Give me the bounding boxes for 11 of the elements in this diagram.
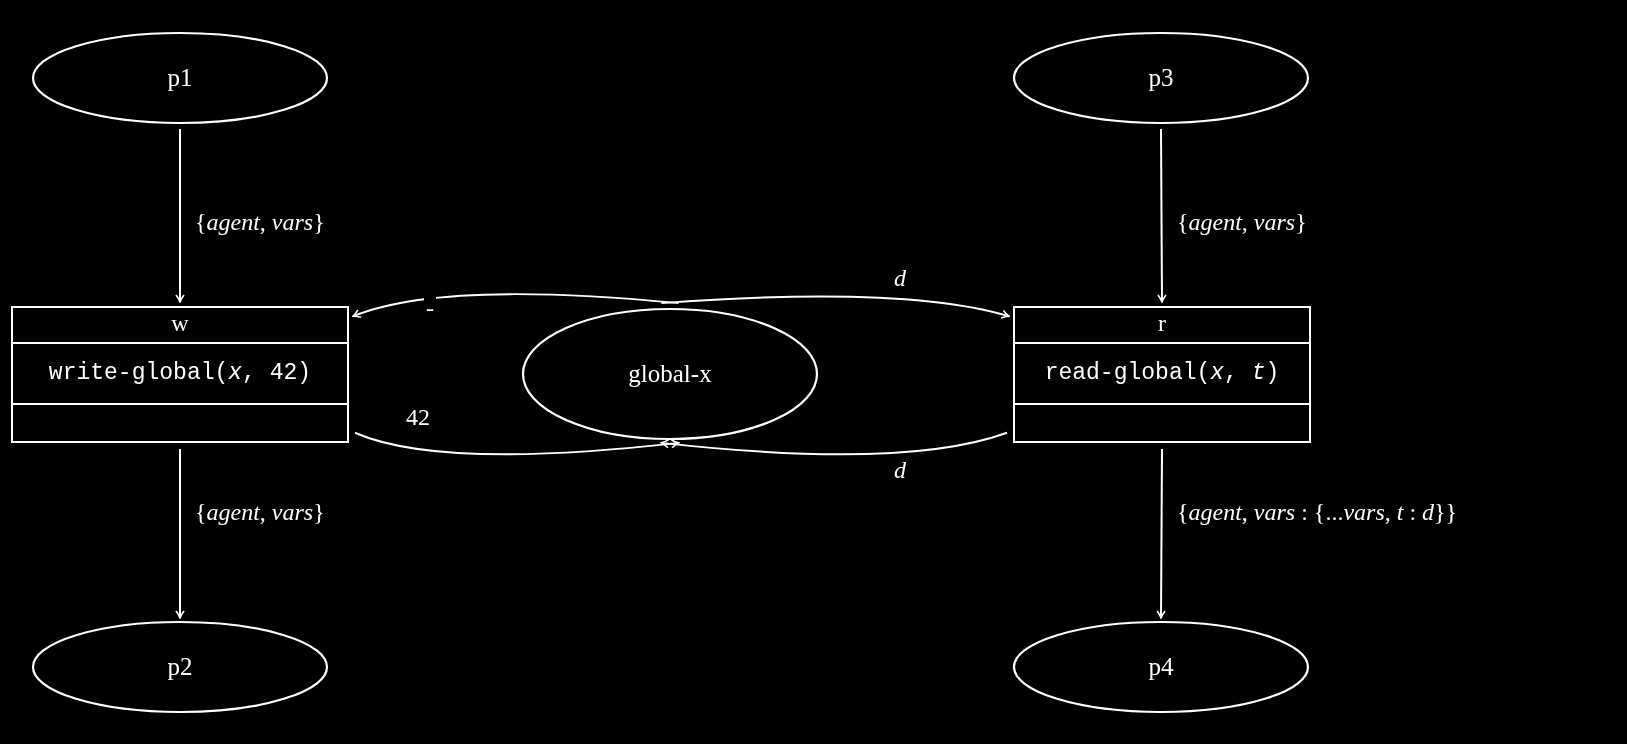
node-label: p3 — [1148, 63, 1174, 94]
record-box — [1013, 306, 1311, 443]
node-label: p2 — [167, 652, 193, 683]
node-label: p1 — [167, 63, 193, 94]
node-label: p4 — [1148, 652, 1174, 683]
node-label: global-x — [628, 359, 712, 390]
record-box — [11, 306, 349, 443]
record-title: w — [171, 311, 189, 338]
function-call: write-global(x, 42) — [48, 359, 312, 389]
function-call: read-global(x, t) — [1044, 359, 1280, 389]
record-title: r — [1158, 311, 1166, 338]
